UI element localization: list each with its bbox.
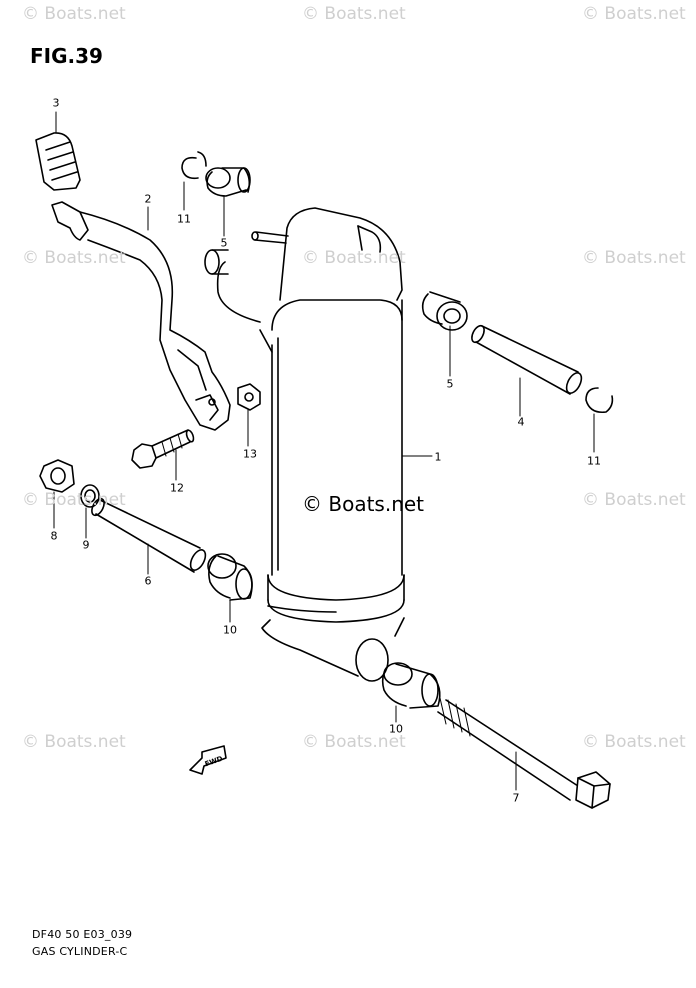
callout-13: 13 [243, 447, 257, 461]
callout-6: 6 [144, 574, 152, 588]
callout-4: 4 [517, 415, 525, 429]
pin-6-part [91, 497, 207, 573]
watermark: © Boats.net [22, 4, 126, 24]
watermark: © Boats.net [582, 248, 686, 268]
callout-12: 12 [170, 481, 184, 495]
rubber-pad-part [35, 132, 81, 191]
watermark: © Boats.net [22, 248, 126, 268]
callout-1: 1 [434, 450, 442, 464]
watermark: © Boats.net [302, 248, 406, 268]
callout-9: 9 [82, 538, 90, 552]
callout-10-upper: 10 [223, 623, 237, 637]
circlip-11-upper-part [181, 151, 207, 180]
circlip-11-right-part [585, 387, 614, 414]
callout-5-right: 5 [446, 377, 454, 391]
watermark: © Boats.net [582, 732, 686, 752]
watermark: © Boats.net [582, 4, 686, 24]
bolt-12-part [131, 429, 195, 469]
callout-3: 3 [52, 96, 60, 110]
pin-4-part [471, 324, 583, 395]
lever-bracket-part [51, 201, 231, 431]
gas-cylinder-part [204, 207, 405, 682]
bushing-10-upper-part [207, 553, 253, 601]
bushing-5-upper-part [205, 167, 251, 197]
watermark: © Boats.net [582, 490, 686, 510]
callout-7: 7 [512, 791, 520, 805]
watermark: © Boats.net [302, 4, 406, 24]
bolt-7-part [437, 697, 611, 809]
leader-lines [53, 111, 595, 791]
fwd-arrow-icon [189, 745, 227, 775]
callout-11-right: 11 [587, 454, 601, 468]
watermark: © Boats.net [22, 490, 126, 510]
nut-13-part [237, 383, 261, 411]
footer-caption: GAS CYLINDER-C [32, 945, 128, 958]
watermark: © Boats.net [22, 732, 126, 752]
callout-8: 8 [50, 529, 58, 543]
callout-5-upper: 5 [220, 236, 228, 250]
nut-8-part [39, 459, 75, 493]
bushing-5-right-part [421, 291, 468, 331]
watermark-center: © Boats.net [302, 492, 425, 516]
washer-9-part [80, 484, 100, 508]
watermark: © Boats.net [302, 732, 406, 752]
bushing-10-lower-part [381, 662, 441, 709]
callout-2: 2 [144, 192, 152, 206]
callout-11-upper: 11 [177, 212, 191, 226]
figure-title: FIG.39 [30, 44, 103, 68]
footer-code: DF40 50 E03_039 [32, 928, 133, 941]
callout-10-lower: 10 [389, 722, 403, 736]
